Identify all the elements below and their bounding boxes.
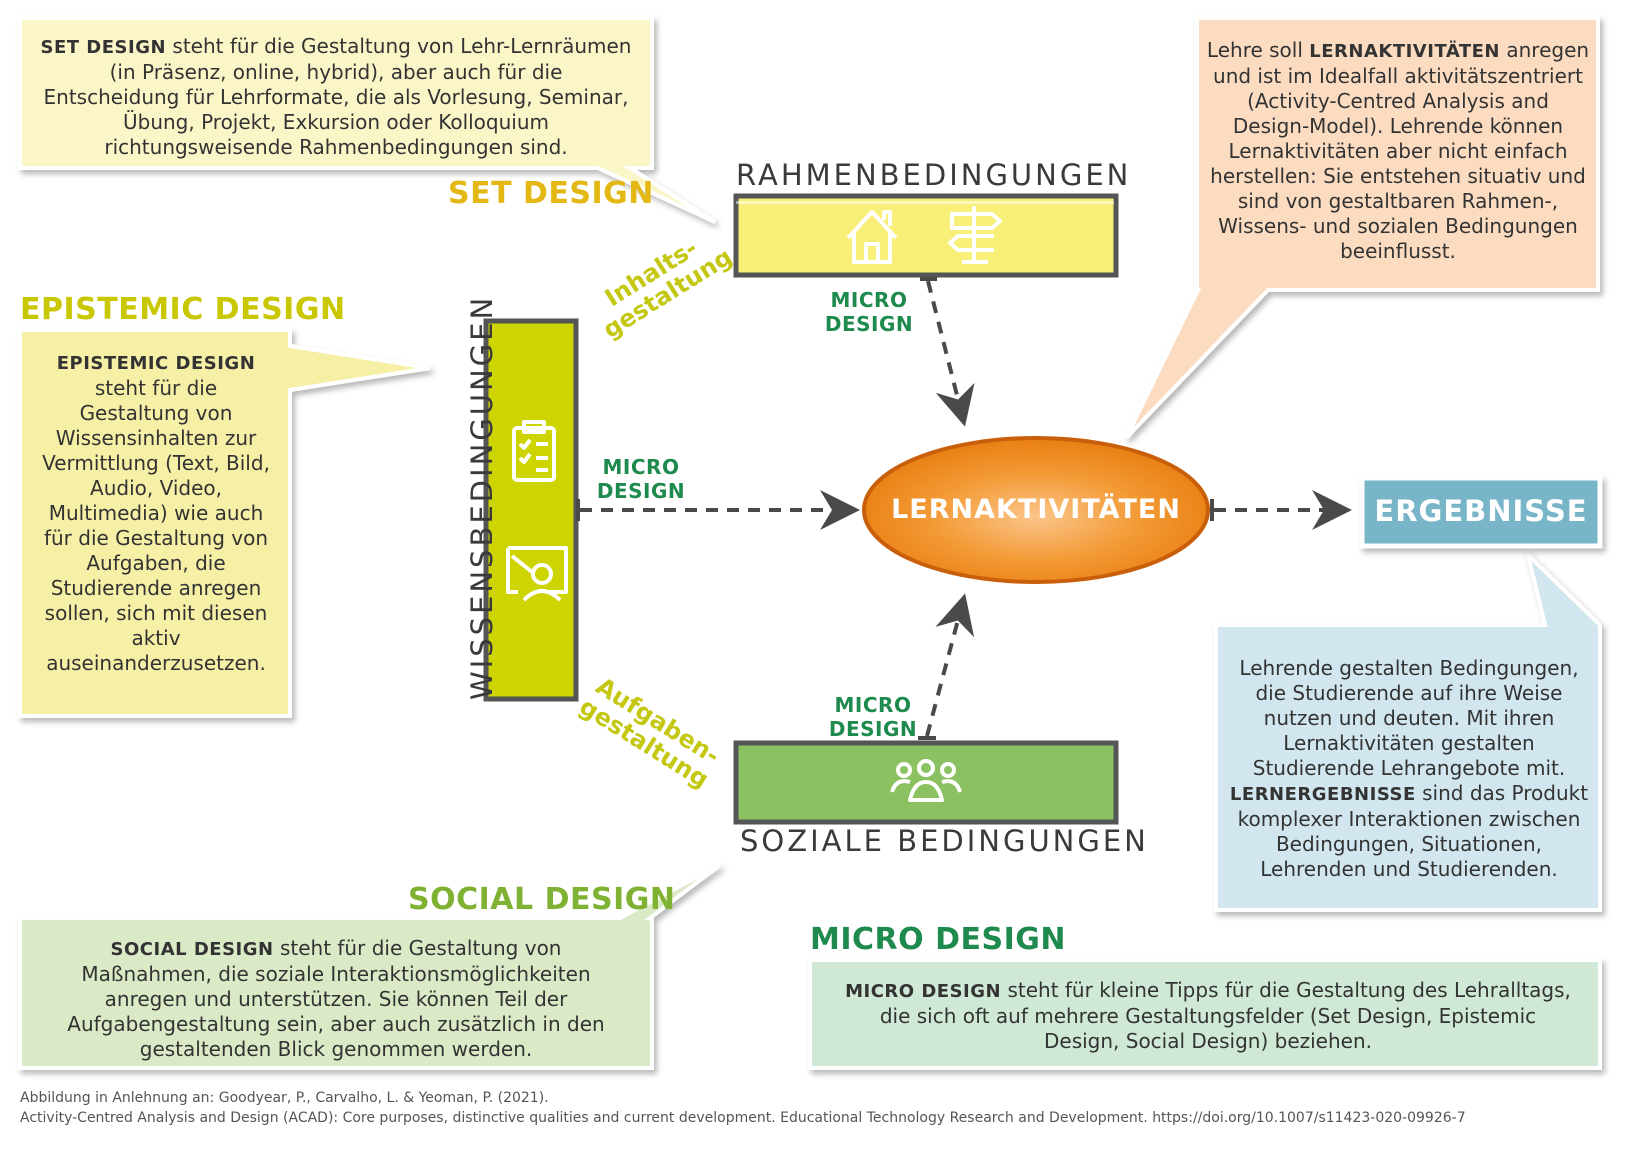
lernaktivitaeten-node	[862, 436, 1210, 584]
lernaktivitaeten-text-before: Lehre soll	[1206, 38, 1310, 62]
epistemic-design-text: steht für die Gestaltung von Wissensinha…	[42, 376, 270, 675]
lernaktivitaeten-description: Lehre soll LERNAKTIVITÄTEN anregen und i…	[1206, 38, 1590, 264]
soziale-bedingungen-label: SOZIALE BEDINGUNGEN	[740, 824, 1149, 858]
epistemic-design-callout	[18, 328, 431, 718]
clipboard-checklist-icon	[512, 420, 556, 482]
arrow-rahmen-to-lernaktivitaeten	[920, 277, 975, 427]
ergebnisse-bold: LERNERGEBNISSE	[1229, 784, 1416, 805]
rahmenbedingungen-node	[733, 193, 1119, 278]
wissensbedingungen-label: WISSENSBEDINGUNGEN	[465, 294, 499, 700]
set-design-callout	[18, 16, 717, 224]
arrow-lernaktivitaeten-to-ergebnisse	[1210, 490, 1352, 530]
social-design-text: steht für die Gestaltung von Maßnahmen, …	[67, 936, 605, 1061]
lernaktivitaeten-callout	[1124, 16, 1600, 440]
social-design-callout	[18, 863, 722, 1070]
lernaktivitaeten-label: LERNAKTIVITÄTEN	[891, 494, 1181, 525]
lernaktivitaeten-bold: LERNAKTIVITÄTEN	[1309, 41, 1500, 62]
ergebnisse-text-before: Lehrende gestalten Bedingungen, die Stud…	[1239, 656, 1579, 780]
epistemic-design-heading: EPISTEMIC DESIGN	[20, 292, 346, 327]
social-design-description: SOCIAL DESIGN steht für die Gestaltung v…	[44, 936, 628, 1062]
social-design-heading: SOCIAL DESIGN	[408, 882, 676, 917]
ergebnisse-callout	[1214, 548, 1602, 912]
ergebnisse-text-after: sind das Produkt komplexer Interaktionen…	[1237, 781, 1589, 881]
epistemic-design-description: EPISTEMIC DESIGN steht für die Gestaltun…	[42, 350, 270, 676]
rahmenbedingungen-label: RAHMENBEDINGUNGEN	[736, 158, 1132, 192]
wissensbedingungen-node	[483, 318, 579, 702]
set-design-bold: SET DESIGN	[40, 37, 167, 58]
ergebnisse-node	[1359, 475, 1603, 549]
micro-design-box	[808, 958, 1602, 1070]
credits-line-2: Activity-Centred Analysis and Design (AC…	[20, 1110, 1466, 1126]
set-design-text: steht für die Gestaltung von Lehr-Lernrä…	[43, 34, 632, 159]
arrow-sozial-to-lernaktivitaeten	[918, 593, 975, 740]
ergebnisse-label: ERGEBNISSE	[1374, 494, 1588, 528]
micro-design-bold: MICRO DESIGN	[845, 981, 1002, 1002]
micro-design-text: steht für kleine Tipps für die Gestaltun…	[879, 978, 1571, 1053]
ergebnisse-description: Lehrende gestalten Bedingungen, die Stud…	[1226, 656, 1592, 882]
credits: Abbildung in Anlehnung an: Goodyear, P.,…	[20, 1088, 1620, 1128]
micro-design-description: MICRO DESIGN steht für kleine Tipps für …	[840, 978, 1576, 1054]
arrow-wissen-to-lernaktivitaeten	[576, 490, 860, 530]
micro-design-heading: MICRO DESIGN	[810, 922, 1066, 957]
set-design-description: SET DESIGN steht für die Gestaltung von …	[40, 34, 632, 160]
presenter-board-icon	[506, 546, 568, 602]
group-people-icon	[890, 759, 962, 802]
signpost-icon	[948, 206, 1002, 264]
epistemic-design-bold: EPISTEMIC DESIGN	[56, 353, 256, 374]
house-icon	[846, 210, 898, 264]
set-design-heading: SET DESIGN	[448, 176, 654, 211]
social-design-bold: SOCIAL DESIGN	[110, 939, 274, 960]
credits-line-1: Abbildung in Anlehnung an: Goodyear, P.,…	[20, 1090, 549, 1106]
lernaktivitaeten-text-after: anregen und ist im Idealfall aktivitätsz…	[1210, 38, 1590, 263]
